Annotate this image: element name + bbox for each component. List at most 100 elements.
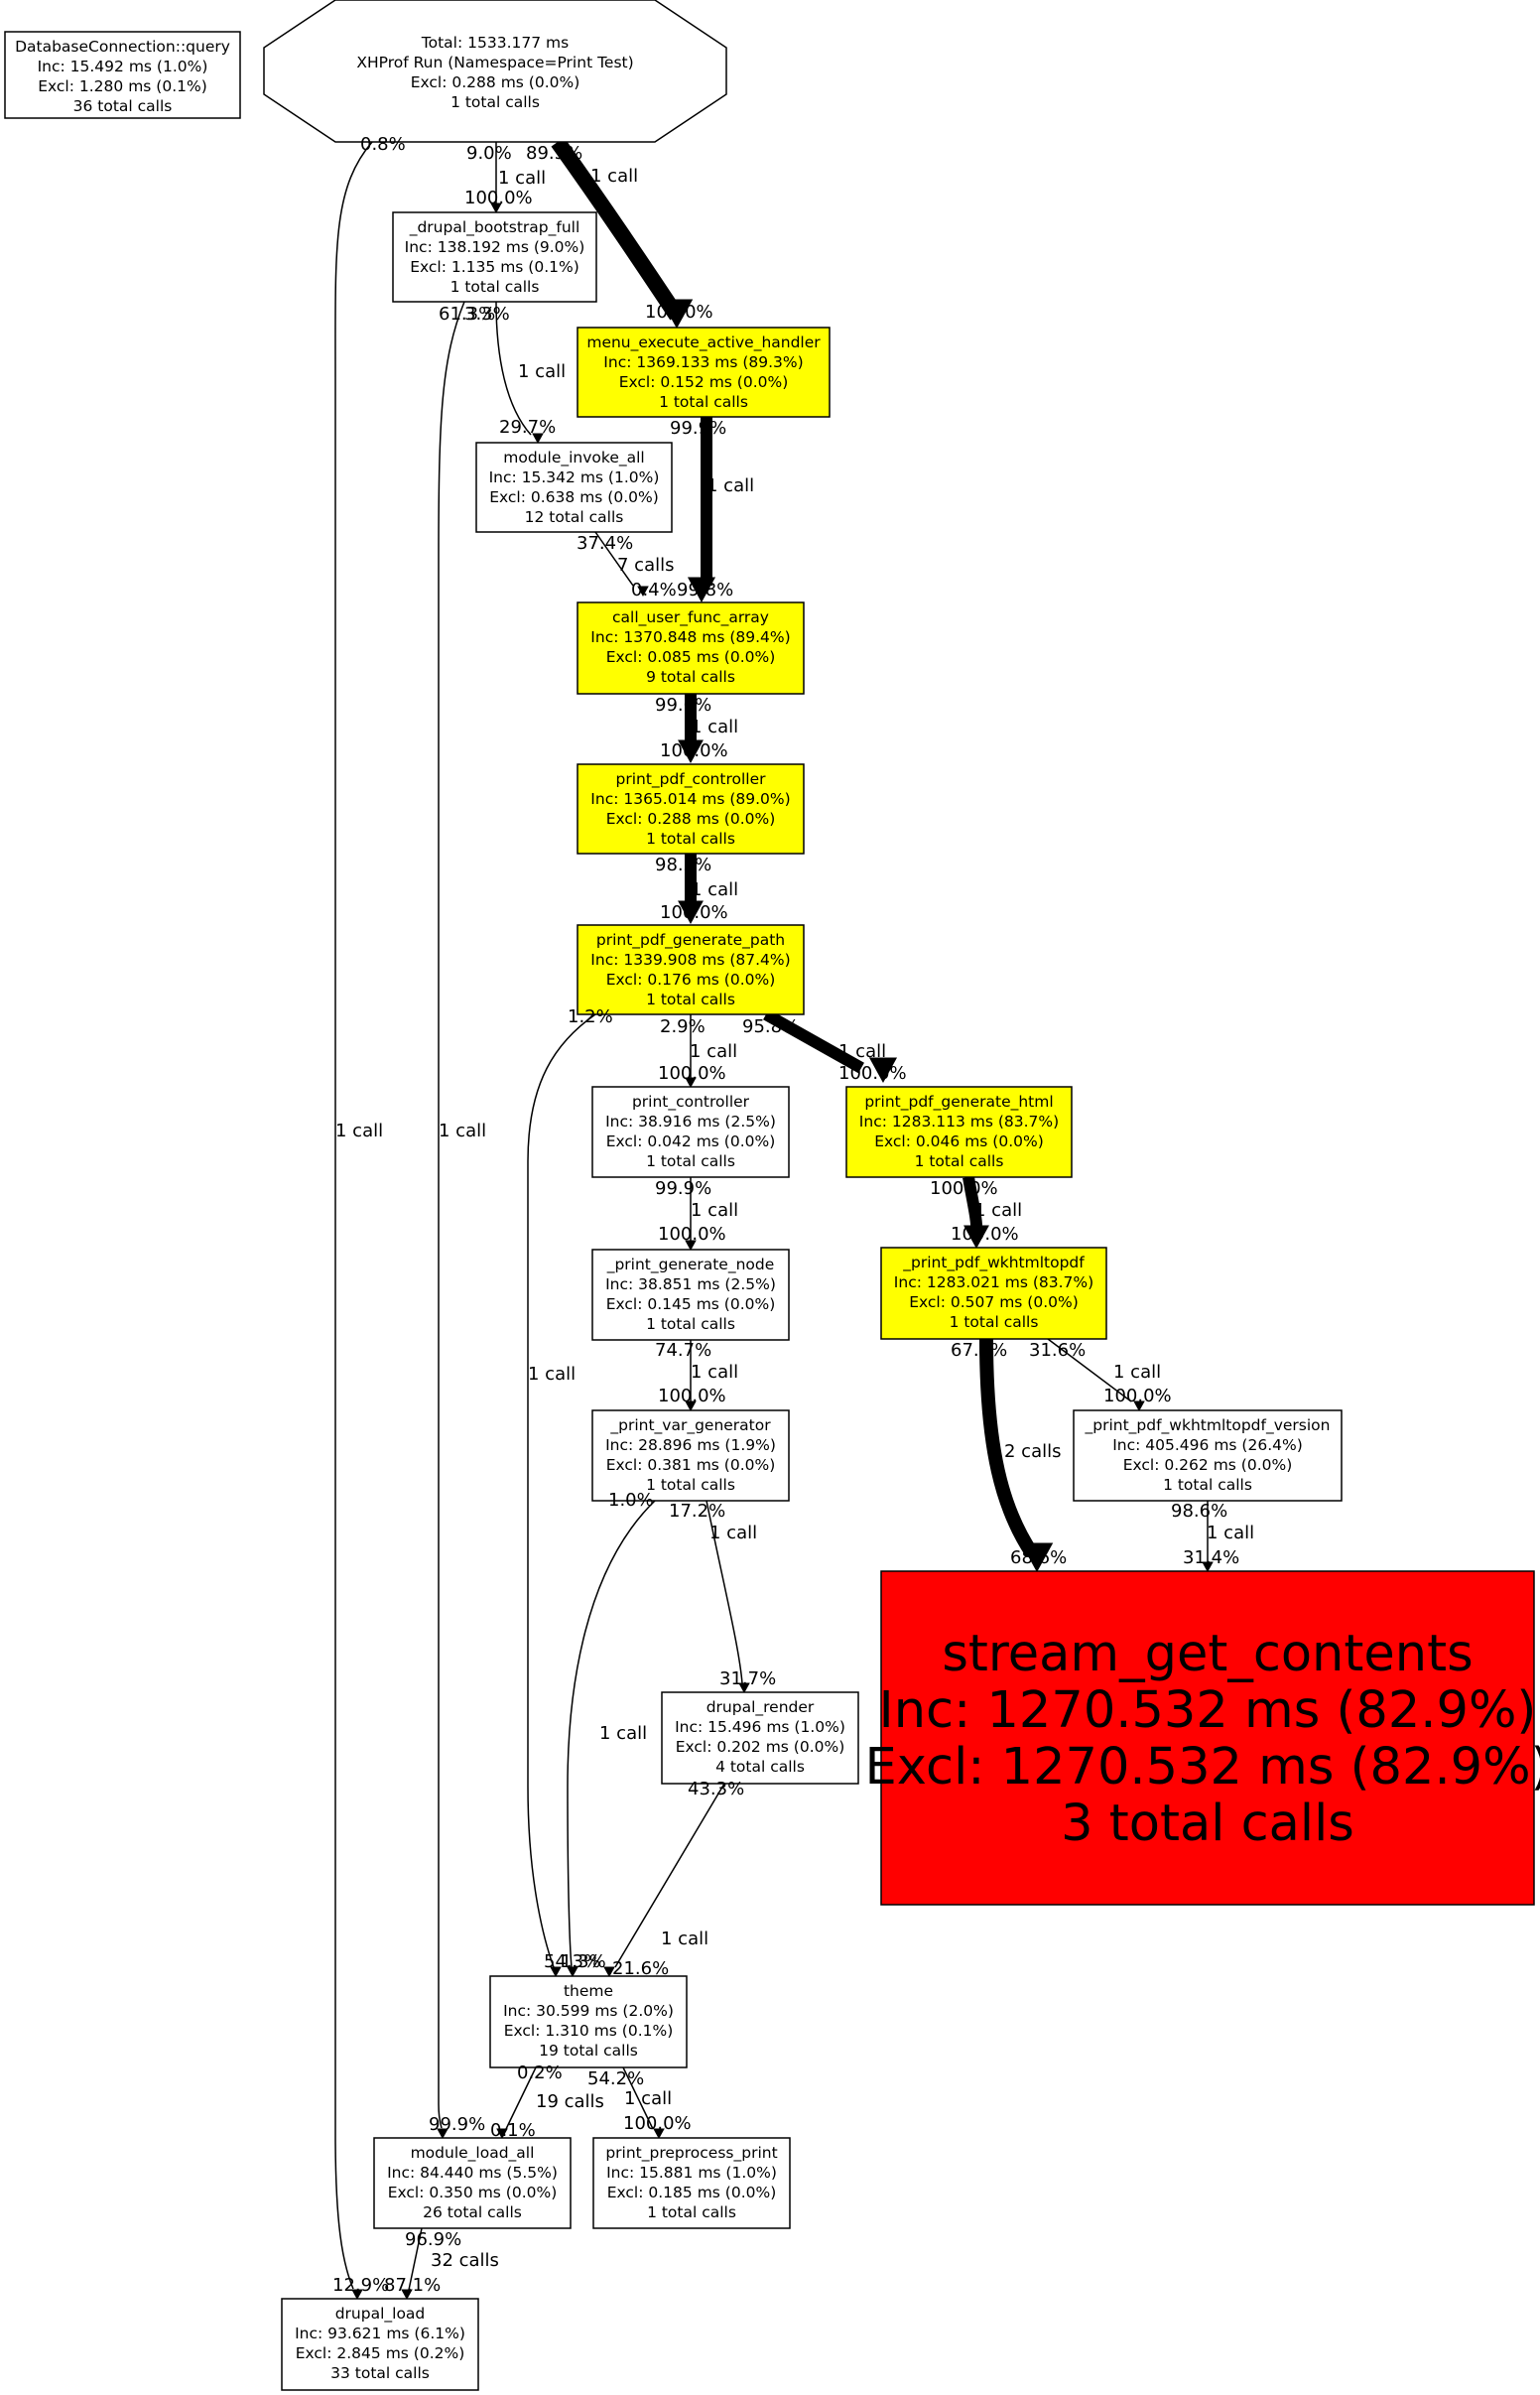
arrowhead bbox=[1202, 1561, 1214, 1573]
node-text-line: Inc: 93.621 ms (6.1%) bbox=[295, 2325, 465, 2342]
arrowhead bbox=[1133, 1400, 1145, 1412]
edge-tail-percent: 95.8% bbox=[742, 1016, 799, 1037]
edge-head-percent: 1.3% bbox=[561, 1951, 606, 1972]
node-text-line: 1 total calls bbox=[1163, 1476, 1252, 1494]
edge-tail-percent: 100.0% bbox=[930, 1178, 998, 1199]
edge-calls-label: 1 call bbox=[590, 166, 638, 187]
node-text-line: Excl: 0.350 ms (0.0%) bbox=[388, 2184, 558, 2201]
arrowhead bbox=[637, 586, 649, 598]
node-shape bbox=[577, 924, 805, 1015]
node-text-line: 1 total calls bbox=[646, 1476, 735, 1494]
edge-pc-to-pgn bbox=[685, 1177, 697, 1252]
node-text-line: 1 total calls bbox=[450, 278, 540, 296]
node-text-line: 19 total calls bbox=[539, 2042, 638, 2060]
edge-line bbox=[527, 1013, 596, 1968]
edge-total-to-bootstrap bbox=[490, 142, 502, 214]
edge-pgn-to-pvg bbox=[685, 1340, 697, 1412]
edge-bootstrap-to-invoke bbox=[495, 301, 544, 445]
node-text-line: Excl: 0.152 ms (0.0%) bbox=[619, 373, 789, 391]
node-text-line: call_user_func_array bbox=[612, 608, 769, 627]
edge-ppgp-to-ppgh bbox=[763, 1008, 898, 1084]
node-shape bbox=[577, 327, 831, 418]
edge-calls-label: 7 calls bbox=[617, 555, 674, 576]
edge-calls-label: 1 call bbox=[661, 1929, 708, 1949]
node-text-line: 33 total calls bbox=[330, 2364, 430, 2382]
node-text-line: 1 total calls bbox=[659, 393, 748, 411]
edge-line bbox=[567, 1500, 656, 1968]
node-text-line: _print_pdf_wkhtmltopdf_version bbox=[1085, 1416, 1331, 1435]
edge-line bbox=[614, 1783, 725, 1968]
edge-head-percent: 87.1% bbox=[384, 2275, 441, 2296]
edge-calls-label: 1 call bbox=[1207, 1523, 1254, 1543]
edge-tail-percent: 99.9% bbox=[670, 418, 726, 439]
node-text-line: stream_get_contents bbox=[942, 1625, 1473, 1683]
edge-calls-label: 1 call bbox=[624, 2088, 672, 2109]
edge-line bbox=[334, 141, 373, 2290]
edge-menu-to-cufa bbox=[687, 417, 716, 603]
node-shape bbox=[392, 211, 597, 303]
node-text-line: Inc: 1283.113 ms (83.7%) bbox=[859, 1113, 1059, 1131]
edge-tail-percent: 9.0% bbox=[466, 143, 512, 164]
edge-head-percent: 54.3% bbox=[544, 1951, 600, 1972]
edge-head-percent: 99.9% bbox=[429, 2114, 485, 2135]
node-text-line: menu_execute_active_handler bbox=[586, 333, 821, 352]
node-text-line: Excl: 1270.532 ms (82.9%) bbox=[865, 1738, 1540, 1796]
edge-tail-percent: 1.0% bbox=[608, 1490, 654, 1511]
node-text-line: drupal_load bbox=[335, 2305, 426, 2324]
edge-calls-label: 1 call bbox=[1113, 1362, 1161, 1383]
edge-head-percent: 100.0% bbox=[464, 188, 533, 208]
node-text-line: Inc: 1369.133 ms (89.3%) bbox=[603, 353, 803, 371]
edge-head-percent: 100.0% bbox=[660, 740, 728, 761]
edge-pvg-to-render bbox=[706, 1500, 750, 1694]
edge-total-to-menu bbox=[551, 137, 694, 330]
edge-head-percent: 100.0% bbox=[660, 902, 728, 923]
edge-total-to-dload bbox=[334, 141, 373, 2301]
arrowhead bbox=[738, 1682, 750, 1694]
node-text-line: Inc: 15.496 ms (1.0%) bbox=[675, 1718, 845, 1736]
edge-wk-to-sgc bbox=[979, 1338, 1054, 1573]
edge-calls-label: 32 calls bbox=[431, 2250, 499, 2271]
node-shape bbox=[475, 442, 673, 533]
arrowhead bbox=[1020, 1542, 1054, 1573]
edge-tail-percent: 99.9% bbox=[655, 1178, 711, 1199]
edge-head-percent: 99.8% bbox=[677, 580, 733, 600]
arrowhead bbox=[351, 2289, 363, 2301]
edge-tail-percent: 17.2% bbox=[669, 1501, 725, 1522]
edge-head-percent: 100.0% bbox=[951, 1224, 1019, 1245]
edge-calls-label: 1 call bbox=[599, 1723, 647, 1744]
node-text-line: module_invoke_all bbox=[503, 449, 644, 467]
edge-head-percent: 100.0% bbox=[658, 1063, 726, 1084]
edge-tail-percent: 96.9% bbox=[405, 2229, 461, 2250]
edge-theme-to-mla bbox=[496, 2066, 537, 2140]
arrowhead bbox=[550, 1966, 562, 1978]
node-text-line: 3 total calls bbox=[1061, 1795, 1354, 1853]
node-text-line: Inc: 38.916 ms (2.5%) bbox=[605, 1113, 776, 1131]
edge-wk-to-wkv bbox=[1047, 1338, 1145, 1412]
node-shape bbox=[591, 1409, 790, 1502]
node-text-line: Inc: 1365.014 ms (89.0%) bbox=[590, 790, 790, 808]
edge-ppgp-to-pc bbox=[685, 1014, 697, 1089]
node-text-line: Excl: 1.280 ms (0.1%) bbox=[38, 77, 207, 95]
node-shape bbox=[577, 763, 805, 855]
node-text-line: Inc: 30.599 ms (2.0%) bbox=[503, 2002, 674, 2020]
node-text-line: Excl: 0.046 ms (0.0%) bbox=[874, 1132, 1044, 1150]
edge-head-percent: 100.0% bbox=[838, 1063, 907, 1084]
node-text-line: Inc: 15.492 ms (1.0%) bbox=[38, 58, 208, 75]
node-text-line: print_controller bbox=[632, 1093, 750, 1112]
node-text-line: 1 total calls bbox=[646, 830, 735, 848]
edges-layer bbox=[334, 137, 1214, 2301]
edge-head-percent: 68.6% bbox=[1010, 1547, 1067, 1568]
edge-wkv-to-sgc bbox=[1202, 1501, 1214, 1573]
edge-calls-label: 2 calls bbox=[1004, 1441, 1061, 1462]
edge-tail-percent: 2.9% bbox=[660, 1016, 706, 1037]
node-text-line: Inc: 28.896 ms (1.9%) bbox=[605, 1436, 776, 1454]
node-text-line: 1 total calls bbox=[646, 1152, 735, 1170]
node-text-line: Excl: 0.042 ms (0.0%) bbox=[606, 1132, 776, 1150]
